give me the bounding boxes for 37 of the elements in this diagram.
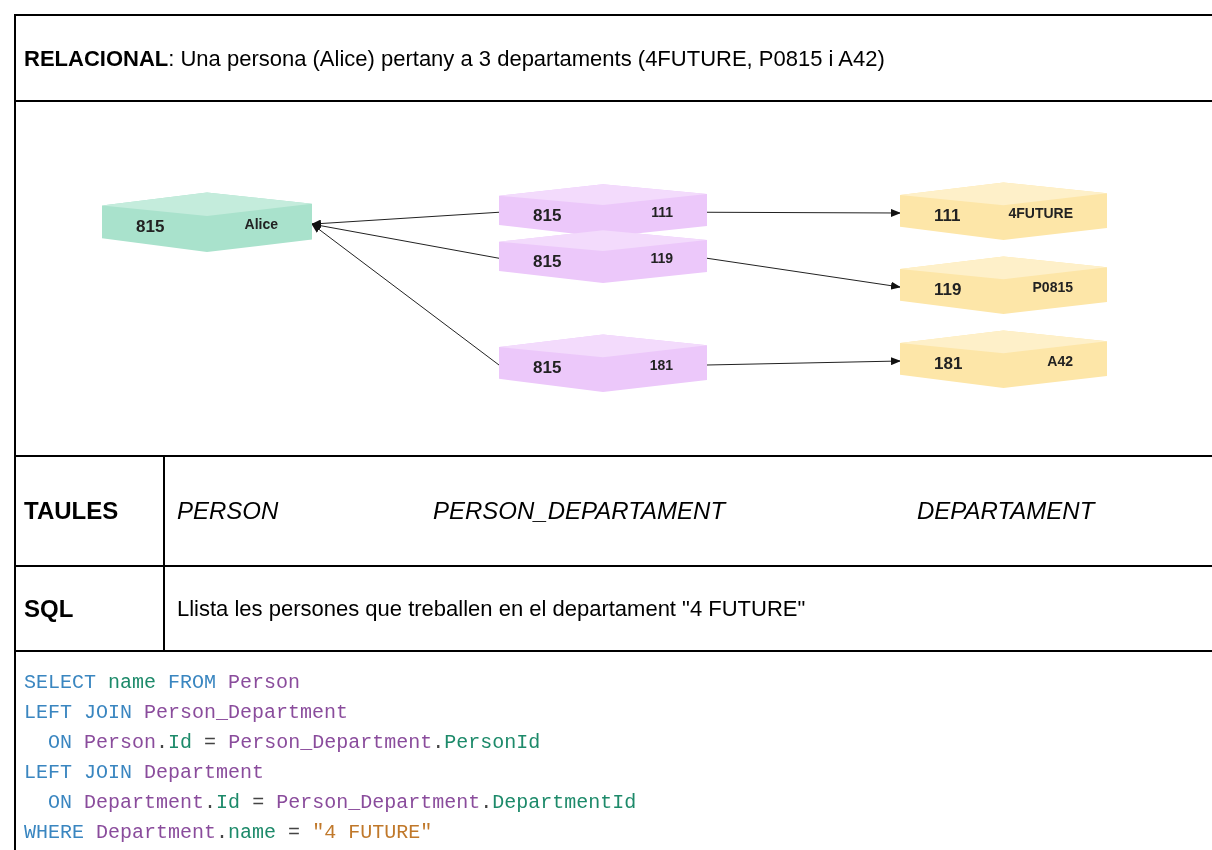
arrow bbox=[706, 208, 901, 217]
field-value: 181 bbox=[649, 355, 673, 375]
field-value: 815 bbox=[136, 216, 165, 239]
code-line: LEFT JOIN Person_Department bbox=[24, 700, 349, 726]
field-value: 119 bbox=[650, 249, 673, 268]
code-line: SELECT name FROM Person bbox=[24, 670, 301, 696]
field-value: 111 bbox=[934, 205, 961, 228]
row-header: TAULES bbox=[24, 496, 119, 526]
arrow bbox=[706, 357, 901, 366]
arrow bbox=[706, 257, 901, 290]
code-line: ON Person.Id = Person_Department.PersonId bbox=[47, 730, 541, 756]
title: RELACIONAL: Una persona (Alice) pertany a 3 departaments (4FUTURE, P0815 i A42) bbox=[24, 44, 885, 73]
field-value: 181 bbox=[934, 353, 963, 376]
code-line: WHERE Department.name = "4 FUTURE" bbox=[24, 820, 433, 846]
record-block bbox=[900, 254, 1107, 314]
row-header: SQL bbox=[24, 593, 74, 624]
field-value: A42 bbox=[1047, 351, 1073, 371]
record-block bbox=[900, 328, 1107, 388]
record-block bbox=[499, 228, 707, 283]
code-line: LEFT JOIN Department bbox=[24, 760, 265, 786]
code-line: ON Department.Id = Person_Department.DepartmentId bbox=[47, 790, 637, 816]
table-name: PERSON bbox=[177, 496, 280, 526]
table-name: PERSON_DEPARTAMENT bbox=[433, 496, 728, 526]
field-value: 815 bbox=[533, 250, 562, 273]
field-value: 119 bbox=[934, 279, 962, 302]
record-block bbox=[102, 190, 312, 252]
field-value: 4FUTURE bbox=[1008, 203, 1073, 223]
field-value: 111 bbox=[651, 203, 673, 222]
table-name: DEPARTAMENT bbox=[917, 496, 1095, 526]
field-value: Alice bbox=[244, 214, 278, 234]
record-block bbox=[900, 180, 1107, 240]
field-value: 815 bbox=[533, 204, 562, 227]
field-value: P0815 bbox=[1032, 277, 1073, 297]
query-description: Llista les persones que treballen en el departament "4 FUTURE" bbox=[177, 595, 806, 623]
field-value: 815 bbox=[533, 357, 562, 380]
record-block bbox=[499, 332, 707, 392]
arrow bbox=[311, 223, 500, 366]
